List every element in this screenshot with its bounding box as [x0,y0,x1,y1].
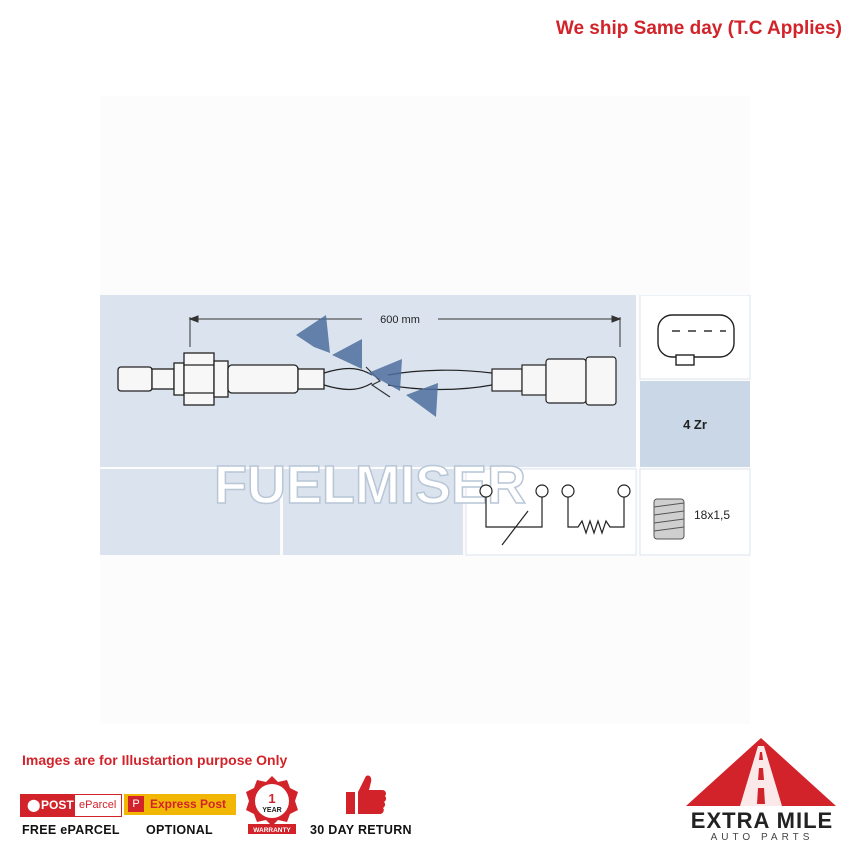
thumbs-up-icon [346,775,387,814]
connector-type-tile [640,381,750,467]
heater-symbol [479,484,631,546]
express-post-badge: P Express Post [124,794,236,815]
logo-line2: AUTO PARTS [710,832,814,843]
connector-icon [657,314,735,366]
dimension-line [188,315,622,347]
auspost-icon: ⬤ [27,798,41,812]
warranty-ribbon: WARRANTY [253,827,291,834]
fae-watermark [296,315,438,417]
logo-line1: EXTRA MILE [690,808,834,833]
fuelmiser-watermark: FUELMISER [214,455,526,515]
optional-caption: OPTIONAL [146,823,213,837]
sensor-cable [323,356,617,406]
auspost-logo-block [21,795,75,816]
free-eparcel-caption: FREE ePARCEL [22,823,120,837]
express-post-label: Express Post [150,797,227,811]
thread-size: 18x1,5 [694,508,730,522]
tile-bottom-1 [100,469,280,555]
express-post-icon: P [128,796,144,812]
disclaimer: Images are for Illustartion purpose Only [22,752,288,768]
warranty-number: 1 [268,791,275,806]
extra-mile-logo-icon [686,738,836,806]
shipping-notice: We ship Same day (T.C Applies) [555,18,842,39]
warranty-badge: 1 YEAR WARRANTY [246,776,298,834]
return-policy-caption: 30 DAY RETURN [310,823,412,837]
connector-type: 4 Zr [683,417,707,432]
auspost-brand: POST [41,798,74,812]
eparcel-label: eParcel [79,799,117,811]
sensor-diagram: 600 mm FUELMISER [100,295,751,556]
warranty-unit: YEAR [262,807,281,814]
thread-icon [653,498,685,540]
auspost-eparcel-badge: ⬤ POST eParcel [20,794,122,817]
tile-bottom-3 [465,468,637,556]
sensor-body [117,352,325,406]
tile-bottom-2 [283,469,463,555]
length-label: 600 mm [380,314,420,326]
